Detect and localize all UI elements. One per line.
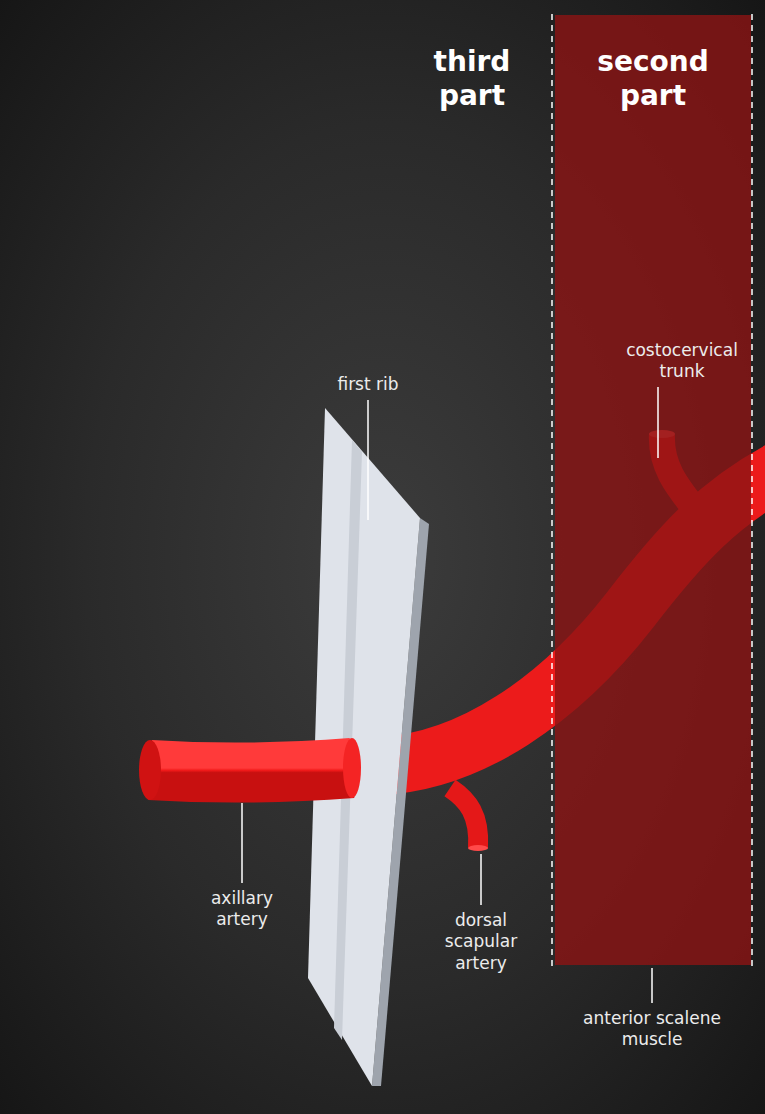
muscle-band: second part — [555, 15, 751, 965]
artery-cut-end — [343, 738, 361, 798]
structure-label: dorsal scapular artery — [434, 910, 529, 974]
structure-label: anterior scalene muscle — [572, 1008, 732, 1051]
axillary-artery — [150, 768, 352, 773]
leader-line — [657, 387, 659, 458]
dashed-boundary — [751, 14, 753, 966]
structure-label: axillary artery — [195, 888, 290, 931]
branch-cut-end — [468, 845, 488, 851]
artery-cut-end — [139, 740, 161, 800]
dashed-boundary — [551, 14, 553, 966]
structure-label: first rib — [303, 374, 433, 395]
part-heading: second part — [583, 45, 723, 112]
leader-line — [651, 968, 653, 1003]
leader-line — [367, 400, 369, 520]
structure-label: costocervical trunk — [612, 340, 752, 383]
dorsal-scapular-branch — [450, 788, 478, 848]
leader-line — [241, 803, 243, 883]
part-heading: third part — [412, 45, 532, 112]
leader-line — [480, 854, 482, 905]
